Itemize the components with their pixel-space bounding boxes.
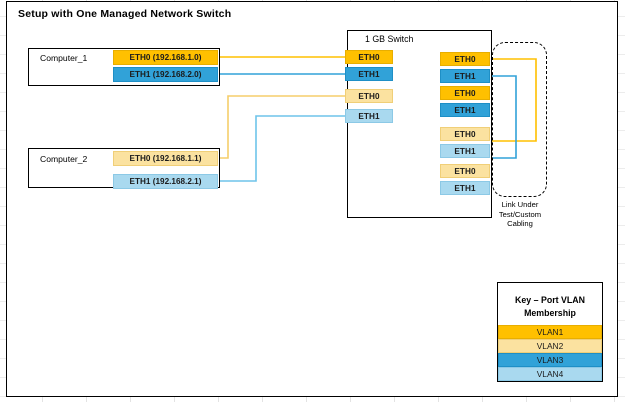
switch-left-port-3[interactable]: ETH0	[345, 89, 393, 103]
computer-2-nic-eth1[interactable]: ETH1 (192.168.2.1)	[113, 174, 218, 189]
switch-left-port-2[interactable]: ETH1	[345, 67, 393, 81]
legend-row-vlan3: VLAN3	[498, 353, 602, 367]
computer-1-nic-eth1[interactable]: ETH1 (192.168.2.0)	[113, 67, 218, 82]
legend-row-vlan4: VLAN4	[498, 367, 602, 381]
link-under-test-region	[492, 42, 547, 197]
computer-name-1: Computer_1	[40, 53, 88, 63]
switch-left-port-1[interactable]: ETH0	[345, 50, 393, 64]
switch-right-port-1[interactable]: ETH0	[440, 52, 490, 66]
computer-1-nic-eth0[interactable]: ETH0 (192.168.1.0)	[113, 50, 218, 65]
legend-title: Key – Port VLAN Membership	[515, 295, 585, 318]
switch-right-port-7[interactable]: ETH0	[440, 164, 490, 178]
switch-right-port-6[interactable]: ETH1	[440, 144, 490, 158]
switch-right-port-5[interactable]: ETH0	[440, 127, 490, 141]
switch-right-port-3[interactable]: ETH0	[440, 86, 490, 100]
legend-row-vlan1: VLAN1	[498, 325, 602, 339]
switch-left-port-4[interactable]: ETH1	[345, 109, 393, 123]
legend-row-vlan2: VLAN2	[498, 339, 602, 353]
link-under-test-caption: Link Under Test/Custom Cabling	[498, 200, 542, 229]
computer-2-nic-eth0[interactable]: ETH0 (192.168.1.1)	[113, 151, 218, 166]
switch-right-port-8[interactable]: ETH1	[440, 181, 490, 195]
switch-right-port-4[interactable]: ETH1	[440, 103, 490, 117]
switch-right-port-2[interactable]: ETH1	[440, 69, 490, 83]
page-title: Setup with One Managed Network Switch	[18, 8, 232, 20]
switch-title: 1 GB Switch	[365, 34, 414, 44]
computer-name-2: Computer_2	[40, 154, 88, 164]
